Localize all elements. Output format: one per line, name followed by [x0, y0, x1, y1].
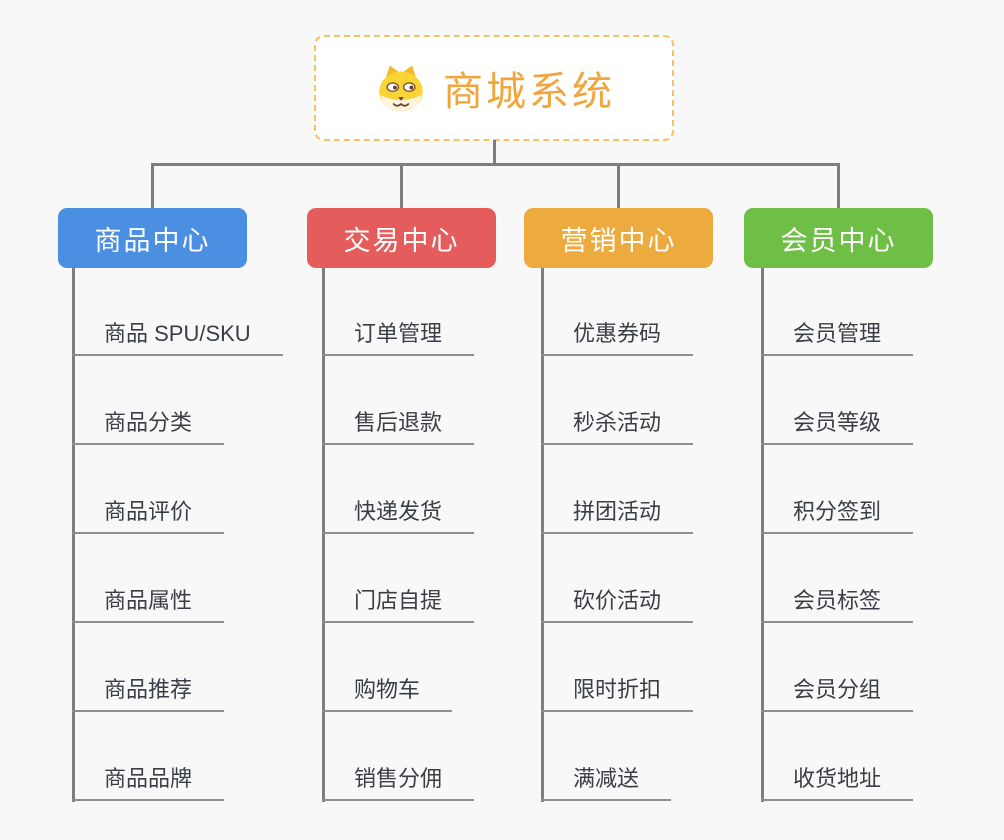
topic-item[interactable]: 购物车: [322, 679, 453, 712]
root-title: 商城系统: [443, 70, 615, 114]
topic-item[interactable]: 快递发货: [322, 501, 475, 534]
connector-drop-marketing: [617, 163, 620, 208]
spine-member-center: [761, 268, 764, 802]
topic-item[interactable]: 收货地址: [761, 768, 914, 801]
root-node[interactable]: 商城系统: [314, 35, 674, 141]
connector-root-drop: [493, 140, 496, 166]
topic-item[interactable]: 秒杀活动: [541, 412, 694, 445]
topic-item[interactable]: 商品品牌: [72, 768, 225, 801]
branch-product-center[interactable]: 商品中心: [58, 208, 247, 268]
topic-item[interactable]: 销售分佣: [322, 768, 475, 801]
topic-item[interactable]: 商品推荐: [72, 679, 225, 712]
topic-item[interactable]: 商品属性: [72, 590, 225, 623]
connector-drop-trade: [400, 163, 403, 208]
spine-trade-center: [322, 268, 325, 802]
spine-marketing-center: [541, 268, 544, 802]
topic-item[interactable]: 商品 SPU/SKU: [72, 323, 283, 356]
branch-trade-center[interactable]: 交易中心: [307, 208, 496, 268]
topic-item[interactable]: 会员标签: [761, 590, 914, 623]
topic-item[interactable]: 订单管理: [322, 323, 475, 356]
topic-item[interactable]: 拼团活动: [541, 501, 694, 534]
topic-item[interactable]: 砍价活动: [541, 590, 694, 623]
branch-member-center[interactable]: 会员中心: [744, 208, 933, 268]
connector-drop-product: [151, 163, 154, 208]
spine-product-center: [72, 268, 75, 802]
topic-item[interactable]: 满减送: [541, 768, 672, 801]
topic-item[interactable]: 售后退款: [322, 412, 475, 445]
topic-item[interactable]: 商品评价: [72, 501, 225, 534]
topic-item[interactable]: 会员等级: [761, 412, 914, 445]
topic-item[interactable]: 优惠券码: [541, 323, 694, 356]
dog-face-icon: [379, 65, 423, 112]
topic-item[interactable]: 积分签到: [761, 501, 914, 534]
connector-rail: [151, 163, 840, 166]
connector-drop-member: [837, 163, 840, 208]
topic-item[interactable]: 商品分类: [72, 412, 225, 445]
topic-item[interactable]: 限时折扣: [541, 679, 694, 712]
topic-item[interactable]: 门店自提: [322, 590, 475, 623]
topic-item[interactable]: 会员分组: [761, 679, 914, 712]
branch-marketing-center[interactable]: 营销中心: [524, 208, 713, 268]
topic-item[interactable]: 会员管理: [761, 323, 914, 356]
